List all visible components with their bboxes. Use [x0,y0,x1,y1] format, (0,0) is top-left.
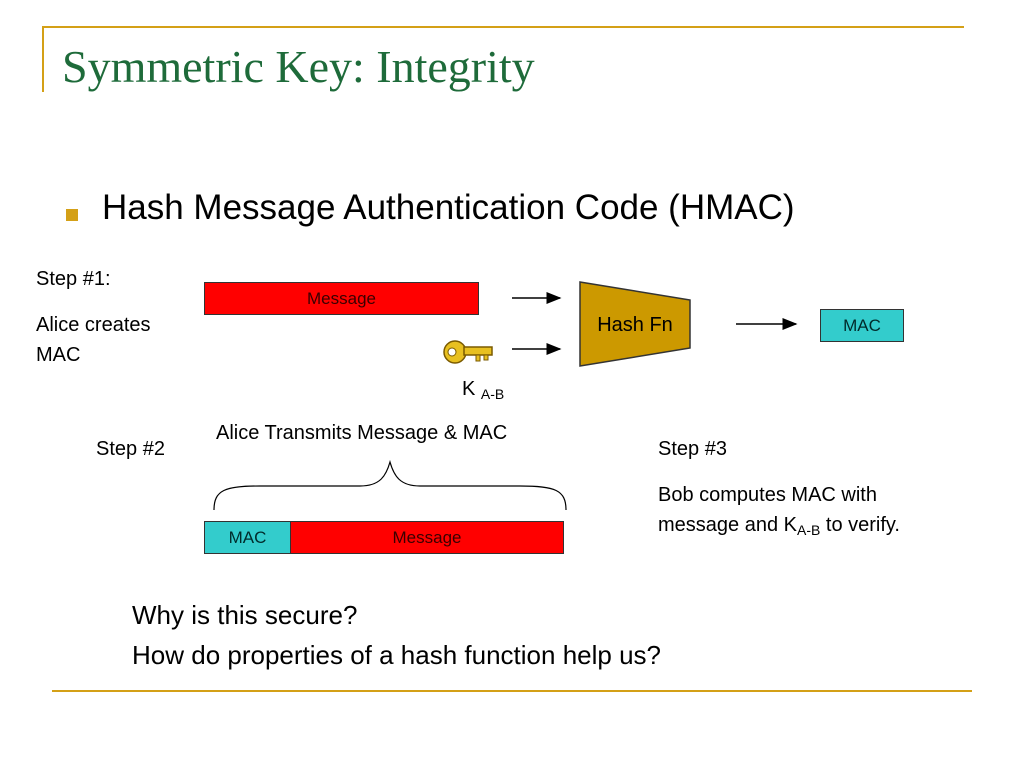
hash-fn-label: Hash Fn [597,314,673,336]
bullet-square-icon [66,209,78,221]
message-box-step2: Message [290,521,564,554]
step3-line1: Bob computes MAC with [658,484,877,506]
step2-label: Step #2 [96,438,165,460]
mac-box-step2: MAC [204,521,291,554]
step1-desc-line1: Alice creates [36,314,151,336]
transmit-brace [213,459,567,511]
step3-line2: message and KA-B to verify. [658,514,900,538]
bullet-text: Hash Message Authentication Code (HMAC) [102,188,795,227]
frame-bottom-rule [52,690,972,692]
mac-box-step1: MAC [820,309,904,342]
key-label: K A-B [462,378,505,402]
question-1: Why is this secure? [132,600,358,630]
transmit-label: Alice Transmits Message & MAC [216,422,508,444]
frame-left-rule [42,26,44,92]
step1-desc-line2: MAC [36,344,81,366]
key-icon [443,340,493,364]
frame-top-rule [42,26,964,28]
slide-title: Symmetric Key: Integrity [62,41,535,92]
question-2: How do properties of a hash function hel… [132,640,662,670]
step1-label: Step #1: [36,268,111,290]
step3-label: Step #3 [658,438,727,460]
message-box-step1: Message [204,282,479,315]
